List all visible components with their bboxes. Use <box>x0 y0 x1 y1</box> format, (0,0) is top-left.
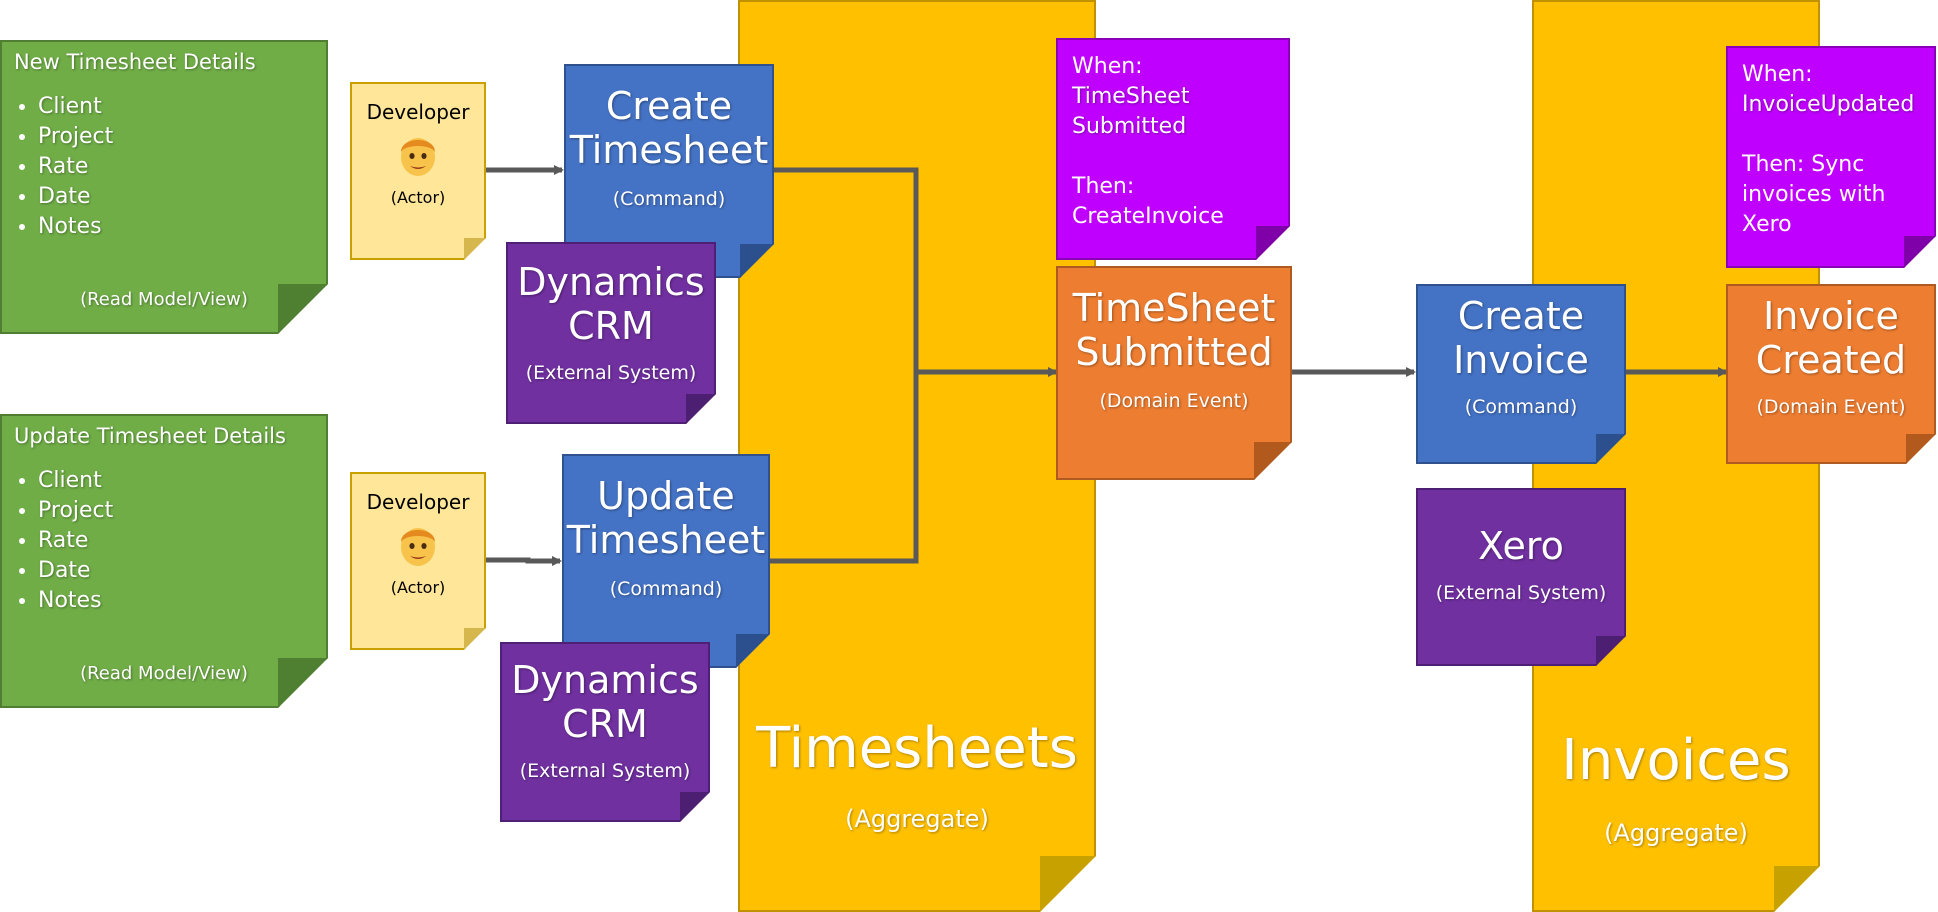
person-face-icon <box>395 128 441 180</box>
event-timesheet-submitted[interactable]: TimeSheet Submitted (Domain Event) <box>1056 266 1292 480</box>
external-system-title: Dynamics CRM <box>511 658 699 746</box>
external-system-xero[interactable]: Xero (External System) <box>1416 488 1626 666</box>
command-create-invoice[interactable]: Create Invoice (Command) <box>1416 284 1626 464</box>
field-item: Client <box>38 92 326 122</box>
event-subtitle: (Domain Event) <box>1099 390 1249 412</box>
connector-create-to-event <box>772 167 919 372</box>
actor-developer-1[interactable]: Developer (Actor) <box>350 82 486 260</box>
external-system-subtitle: (External System) <box>1435 582 1607 604</box>
actor-subtitle: (Actor) <box>390 188 446 207</box>
read-model-fields: Client Project Rate Date Notes <box>2 92 326 242</box>
aggregate-timesheets[interactable]: Timesheets (Aggregate) <box>738 0 1096 912</box>
external-system-dynamics-crm-2[interactable]: Dynamics CRM (External System) <box>500 642 710 822</box>
external-system-title: Xero <box>1478 524 1564 568</box>
field-item: Date <box>38 556 326 586</box>
aggregate-title: Invoices <box>1561 728 1791 793</box>
policy-timesheet-submitted[interactable]: When: TimeSheet Submitted Then: CreateIn… <box>1056 38 1290 260</box>
field-item: Project <box>38 496 326 526</box>
policy-then-text: Then: CreateInvoice <box>1072 174 1224 229</box>
field-item: Client <box>38 466 326 496</box>
command-title: Create Invoice <box>1453 294 1589 382</box>
external-system-dynamics-crm-1[interactable]: Dynamics CRM (External System) <box>506 242 716 424</box>
person-face-icon <box>395 518 441 570</box>
actor-label: Developer <box>366 100 470 124</box>
command-subtitle: (Command) <box>612 188 726 210</box>
read-model-new-timesheet[interactable]: New Timesheet Details Client Project Rat… <box>0 40 328 334</box>
command-title: Create Timesheet <box>569 84 769 172</box>
field-item: Rate <box>38 526 326 556</box>
read-model-title: Update Timesheet Details <box>14 424 286 448</box>
command-subtitle: (Command) <box>609 578 723 600</box>
read-model-subtitle: (Read Model/View) <box>80 289 248 310</box>
read-model-fields: Client Project Rate Date Notes <box>2 466 326 616</box>
field-item: Project <box>38 122 326 152</box>
aggregate-subtitle: (Aggregate) <box>1604 819 1748 847</box>
command-title: Update Timesheet <box>566 474 766 562</box>
command-update-timesheet[interactable]: Update Timesheet (Command) <box>562 454 770 668</box>
read-model-update-timesheet[interactable]: Update Timesheet Details Client Project … <box>0 414 328 708</box>
policy-when-value: InvoiceUpdated <box>1742 92 1915 117</box>
policy-then-text: Then: Sync invoices with Xero <box>1742 152 1886 237</box>
policy-when-label: When: <box>1072 54 1143 79</box>
command-subtitle: (Command) <box>1464 396 1578 418</box>
event-invoice-created[interactable]: Invoice Created (Domain Event) <box>1726 284 1936 464</box>
aggregate-subtitle: (Aggregate) <box>845 805 989 833</box>
field-item: Date <box>38 182 326 212</box>
event-title: TimeSheet Submitted <box>1072 286 1276 374</box>
connector-actor2-update <box>486 556 562 566</box>
external-system-subtitle: (External System) <box>519 760 691 782</box>
policy-invoice-updated[interactable]: When: InvoiceUpdated Then: Sync invoices… <box>1726 46 1936 268</box>
field-item: Notes <box>38 212 326 242</box>
read-model-subtitle: (Read Model/View) <box>80 663 248 684</box>
policy-when-label: When: <box>1742 62 1813 87</box>
actor-label: Developer <box>366 490 470 514</box>
aggregate-title: Timesheets <box>756 716 1078 781</box>
connector-update-to-event <box>768 372 919 564</box>
actor-subtitle: (Actor) <box>390 578 446 597</box>
external-system-title: Dynamics CRM <box>517 260 705 348</box>
actor-developer-2[interactable]: Developer (Actor) <box>350 472 486 650</box>
policy-when-value: TimeSheet Submitted <box>1072 84 1190 139</box>
external-system-subtitle: (External System) <box>525 362 697 384</box>
event-subtitle: (Domain Event) <box>1756 396 1906 418</box>
field-item: Notes <box>38 586 326 616</box>
read-model-title: New Timesheet Details <box>14 50 256 74</box>
field-item: Rate <box>38 152 326 182</box>
event-title: Invoice Created <box>1755 294 1907 382</box>
